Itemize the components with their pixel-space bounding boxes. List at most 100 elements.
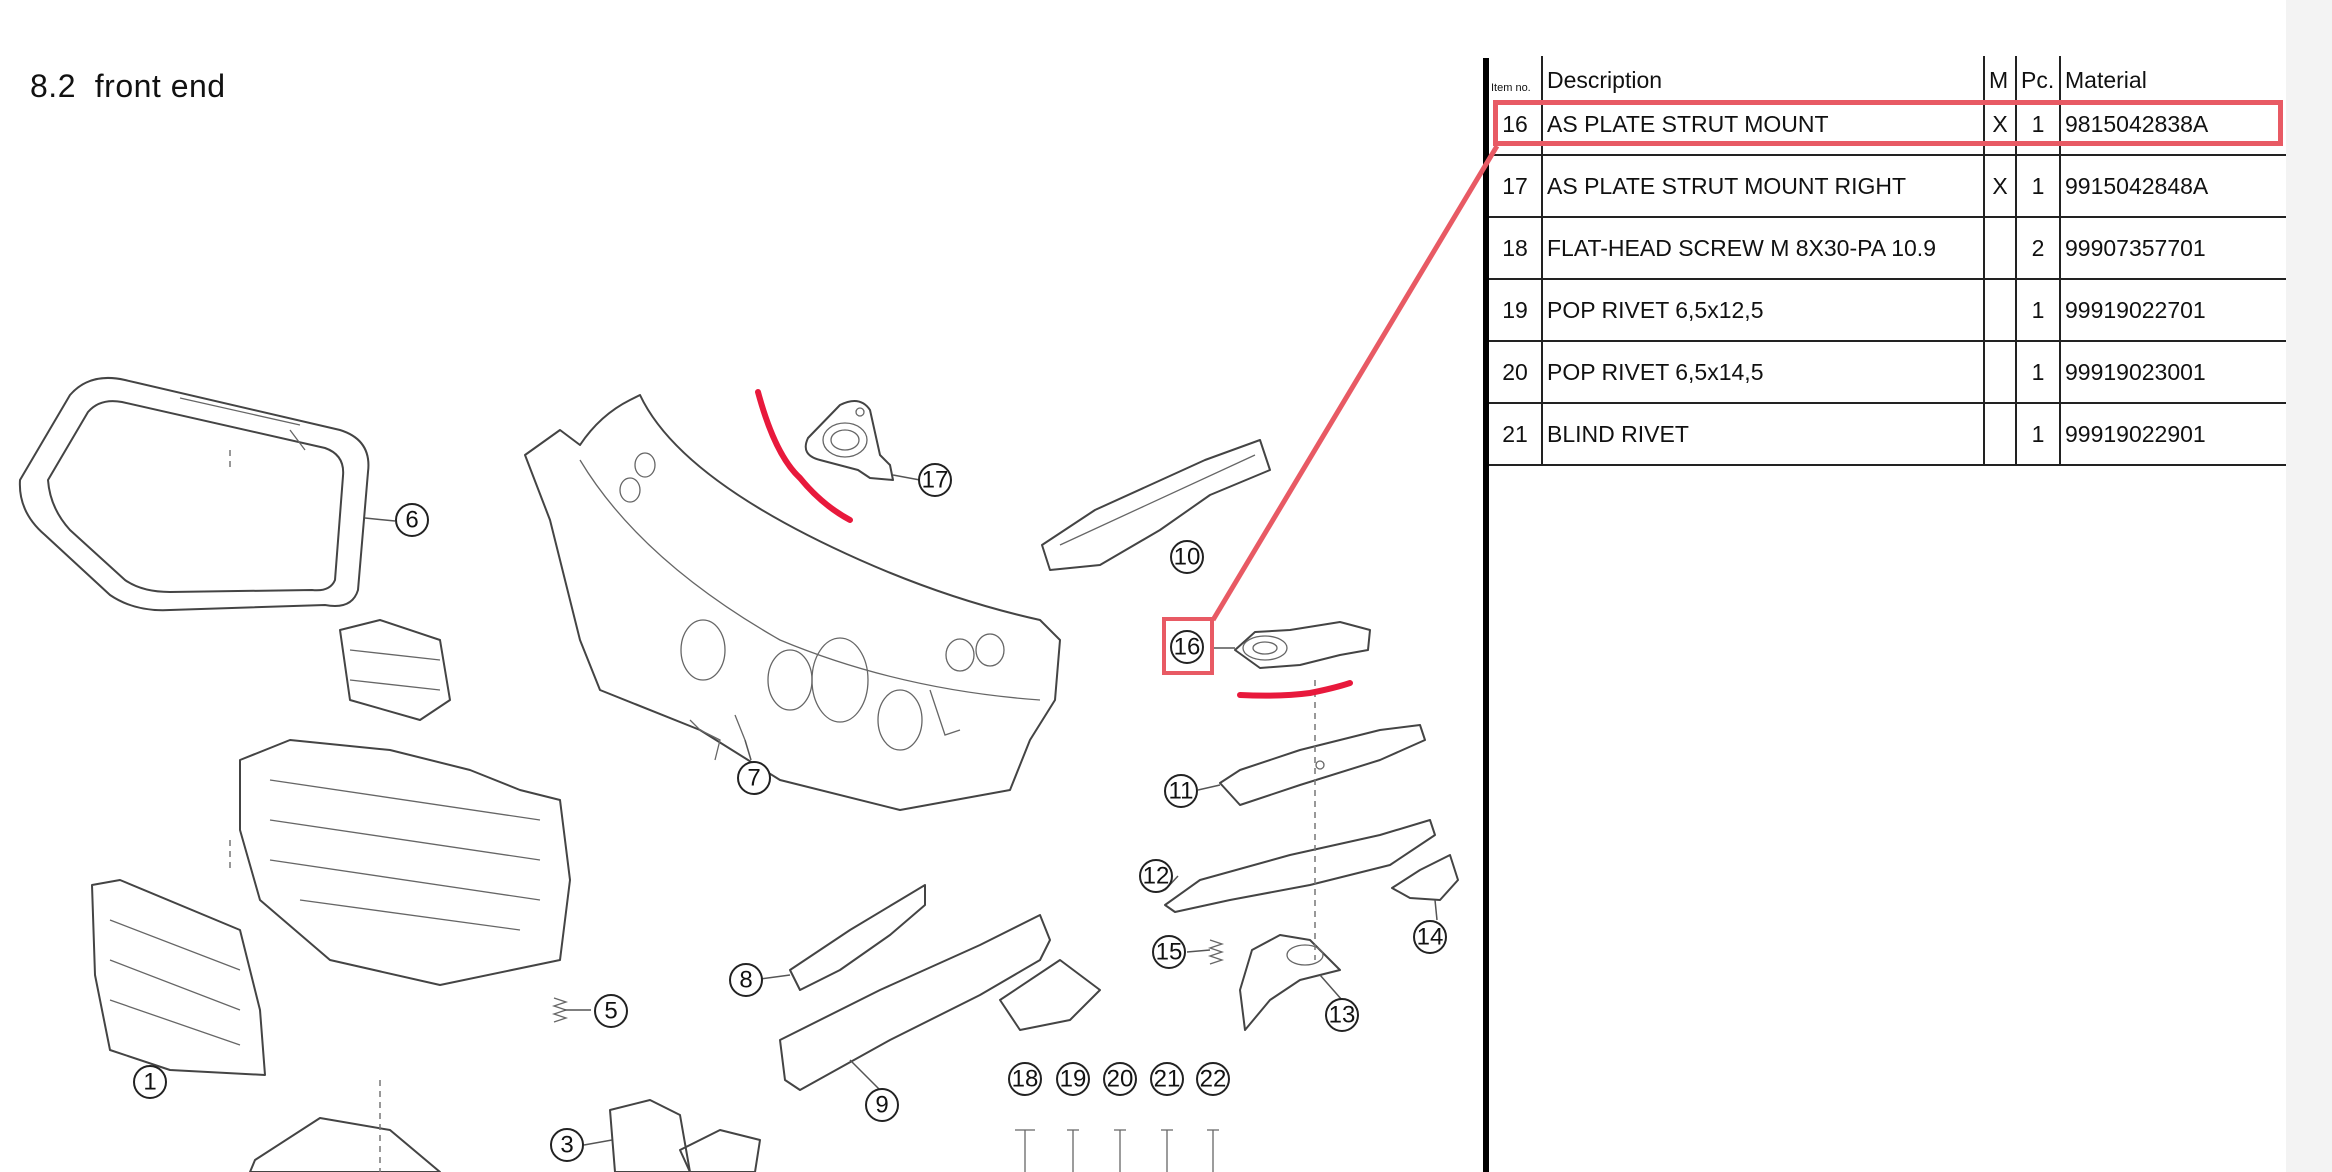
svg-text:11: 11 <box>1169 778 1194 805</box>
svg-text:3: 3 <box>560 1132 573 1159</box>
svg-text:19: 19 <box>1060 1066 1087 1093</box>
callout-18: 18 <box>1008 1062 1042 1096</box>
part-14-drawing <box>1391 854 1459 901</box>
callout-21: 21 <box>1150 1062 1184 1096</box>
cell-material: 99919022701 <box>2059 279 2286 342</box>
callout-16-highlight-box <box>1162 617 1214 675</box>
svg-text:17: 17 <box>922 467 949 494</box>
part-6-drawing <box>18 376 370 612</box>
table-row: 18 FLAT-HEAD SCREW M 8X30-PA 10.9 2 9990… <box>1489 217 2286 280</box>
row-16-highlight-box <box>1493 100 2283 146</box>
callout-16: 16 <box>1170 630 1204 664</box>
part-15-drawing <box>1207 939 1225 965</box>
annotation-mark-part-16 <box>1237 680 1353 699</box>
svg-text:7: 7 <box>747 765 760 792</box>
part-16-drawing <box>1234 621 1371 669</box>
callout-3: 3 <box>550 1128 584 1162</box>
header-pc: Pc. <box>2015 56 2060 94</box>
table-row: 17 AS PLATE STRUT MOUNT RIGHT X 1 991504… <box>1489 155 2286 218</box>
page-title: 8.2 front end <box>30 68 226 104</box>
svg-text:1: 1 <box>143 1069 156 1096</box>
svg-text:5: 5 <box>604 998 617 1025</box>
part-10-drawing <box>1041 439 1271 571</box>
cell-description: FLAT-HEAD SCREW M 8X30-PA 10.9 <box>1541 217 1984 280</box>
part-8-drawing <box>789 884 926 991</box>
header-description: Description <box>1541 56 1984 94</box>
cell-m <box>1983 341 2016 404</box>
cell-pc: 2 <box>2015 217 2060 280</box>
table-row: 19 POP RIVET 6,5x12,5 1 99919022701 <box>1489 279 2286 342</box>
scrollbar-track[interactable] <box>2286 0 2332 1172</box>
table-header-row: Item no. Description M Pc. Material <box>1489 56 2286 94</box>
cell-pc: 1 <box>2015 155 2060 218</box>
radiator-support-drawing <box>239 619 571 986</box>
cell-material: 99907357701 <box>2059 217 2286 280</box>
svg-text:18: 18 <box>1012 1066 1039 1093</box>
cell-m: X <box>1983 155 2016 218</box>
svg-text:13: 13 <box>1329 1002 1356 1029</box>
exploded-parts-diagram: 1 3 5 6 7 8 9 10 11 12 13 14 15 16 17 18… <box>18 376 1459 1172</box>
part-17-drawing <box>804 400 894 481</box>
cell-description: POP RIVET 6,5x12,5 <box>1541 279 1984 342</box>
callout-17: 17 <box>918 463 952 497</box>
part-7-drawing <box>524 394 1061 811</box>
header-material: Material <box>2059 56 2286 94</box>
annotation-mark-part-17 <box>755 389 853 523</box>
svg-text:10: 10 <box>1174 544 1201 571</box>
callout-5: 5 <box>594 994 628 1028</box>
part-11-drawing <box>1219 724 1426 806</box>
svg-text:21: 21 <box>1154 1066 1181 1093</box>
cell-material: 9915042848A <box>2059 155 2286 218</box>
part-9-drawing <box>779 914 1101 1091</box>
cell-pc: 1 <box>2015 403 2060 466</box>
svg-text:16: 16 <box>1174 634 1201 661</box>
cell-m <box>1983 279 2016 342</box>
svg-text:22: 22 <box>1200 1066 1227 1093</box>
callout-6: 6 <box>395 503 429 537</box>
table-row: 21 BLIND RIVET 1 99919022901 <box>1489 403 2286 466</box>
callout-13: 13 <box>1325 998 1359 1032</box>
cell-m <box>1983 217 2016 280</box>
svg-text:8: 8 <box>739 967 752 994</box>
cell-description: AS PLATE STRUT MOUNT RIGHT <box>1541 155 1984 218</box>
callout-11: 11 <box>1164 774 1198 808</box>
cell-item: 21 <box>1489 403 1542 466</box>
cell-item: 20 <box>1489 341 1542 404</box>
fasteners-drawing <box>1015 1129 1219 1172</box>
callout-7: 7 <box>737 761 771 795</box>
cell-item: 18 <box>1489 217 1542 280</box>
cell-pc: 1 <box>2015 341 2060 404</box>
cell-description: BLIND RIVET <box>1541 403 1984 466</box>
part-13-drawing <box>1239 934 1341 1031</box>
svg-text:14: 14 <box>1417 924 1444 951</box>
svg-text:9: 9 <box>875 1092 888 1119</box>
cell-material: 99919022901 <box>2059 403 2286 466</box>
cell-pc: 1 <box>2015 279 2060 342</box>
svg-text:15: 15 <box>1156 939 1183 966</box>
callout-14: 14 <box>1413 920 1447 954</box>
header-item-no: Item no. <box>1491 82 1531 94</box>
floor-pan-drawing <box>249 1117 441 1172</box>
callout-9: 9 <box>865 1088 899 1122</box>
callout-15: 15 <box>1152 935 1186 969</box>
callout-10: 10 <box>1170 540 1204 574</box>
cell-m <box>1983 403 2016 466</box>
part-1-drawing <box>91 879 266 1076</box>
part-12-drawing <box>1164 819 1436 913</box>
header-m: M <box>1983 56 2016 94</box>
cell-item: 19 <box>1489 279 1542 342</box>
callout-19: 19 <box>1056 1062 1090 1096</box>
cell-description: POP RIVET 6,5x14,5 <box>1541 341 1984 404</box>
callout-20: 20 <box>1103 1062 1137 1096</box>
svg-text:20: 20 <box>1107 1066 1134 1093</box>
callout-22: 22 <box>1196 1062 1230 1096</box>
cell-item: 17 <box>1489 155 1542 218</box>
callout-12: 12 <box>1139 859 1173 893</box>
svg-text:6: 6 <box>405 507 418 534</box>
part-3-drawing <box>609 1099 761 1172</box>
cell-material: 99919023001 <box>2059 341 2286 404</box>
svg-text:12: 12 <box>1143 863 1170 890</box>
callout-8: 8 <box>729 963 763 997</box>
table-row: 20 POP RIVET 6,5x14,5 1 99919023001 <box>1489 341 2286 404</box>
callout-1: 1 <box>133 1065 167 1099</box>
